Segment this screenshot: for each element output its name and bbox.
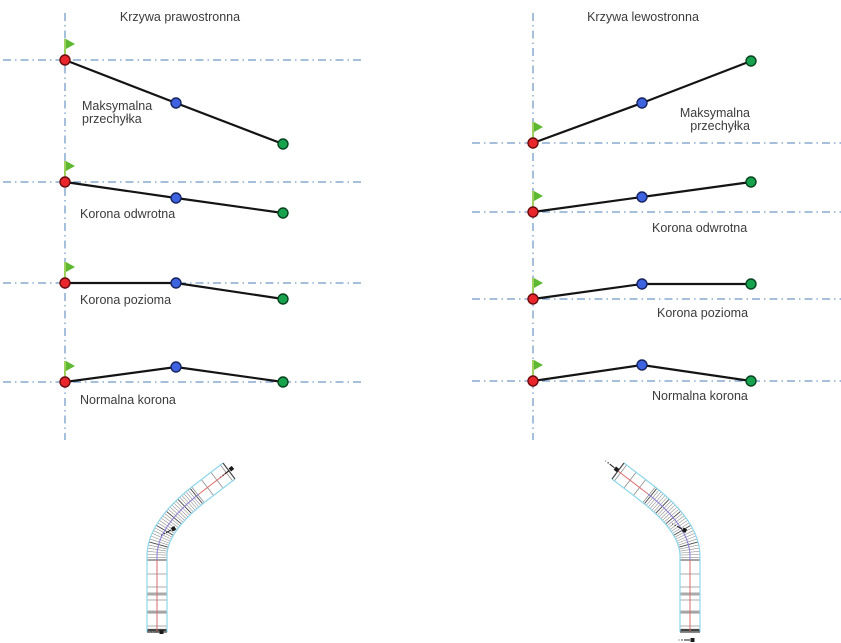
grip-point-red[interactable] <box>527 293 539 305</box>
grip-point-blue[interactable] <box>170 361 182 373</box>
station-marker <box>147 630 164 634</box>
road-edge-line <box>146 462 224 632</box>
flag-icon <box>66 161 75 171</box>
station-marker <box>161 526 177 536</box>
grip-point-red[interactable] <box>59 277 71 289</box>
grip-point-blue[interactable] <box>636 191 648 203</box>
row-label-max-przechylka-l2: przechyłka <box>690 119 750 133</box>
grip-point-red[interactable] <box>527 206 539 218</box>
road-centerline <box>156 493 200 560</box>
grip-point-blue[interactable] <box>636 278 648 290</box>
grip-point-green[interactable] <box>745 55 757 67</box>
row-label-korona-odwrotna: Korona odwrotna <box>652 221 747 235</box>
road-edge-line <box>611 478 681 632</box>
flag-icon <box>66 361 75 371</box>
road-end-cap <box>611 462 625 480</box>
road-centerline <box>647 493 691 560</box>
road-centerline <box>198 470 230 495</box>
grip-point-red[interactable] <box>59 54 71 66</box>
flag-icon <box>534 360 543 370</box>
row-label-normalna-korona: Normalna korona <box>652 389 748 403</box>
flag-icon <box>66 262 75 272</box>
grip-point-red[interactable] <box>527 375 539 387</box>
panel-title-left: Krzywa prawostronna <box>120 10 240 24</box>
grip-point-blue[interactable] <box>170 192 182 204</box>
road-edge-line <box>623 462 701 632</box>
grip-point-blue[interactable] <box>636 359 648 371</box>
row-label-max-przechylka-l1: Maksymalna <box>82 99 152 113</box>
grip-point-green[interactable] <box>277 376 289 388</box>
road-centerline <box>617 470 649 495</box>
road-edge-line <box>166 478 236 632</box>
station-marker <box>605 460 620 473</box>
flag-icon <box>534 278 543 288</box>
station-marker <box>220 465 235 478</box>
grip-point-green[interactable] <box>277 207 289 219</box>
superelevation-panel-left <box>3 13 364 440</box>
grip-point-green[interactable] <box>277 293 289 305</box>
road-plan-right <box>605 460 701 642</box>
grip-point-blue[interactable] <box>170 97 182 109</box>
superelevation-panel-right <box>472 13 841 440</box>
flag-icon <box>534 191 543 201</box>
grip-point-red[interactable] <box>59 376 71 388</box>
row-label-korona-odwrotna: Korona odwrotna <box>80 207 175 221</box>
grip-point-green[interactable] <box>277 138 289 150</box>
road-plan-left <box>146 462 236 634</box>
row-label-korona-pozioma: Korona pozioma <box>657 306 748 320</box>
grip-point-green[interactable] <box>745 278 757 290</box>
row-label-korona-pozioma: Korona pozioma <box>80 293 171 307</box>
grip-point-green[interactable] <box>745 375 757 387</box>
grip-point-red[interactable] <box>59 176 71 188</box>
grip-point-blue[interactable] <box>636 97 648 109</box>
row-label-max-przechylka-l2: przechyłka <box>82 112 142 126</box>
flag-icon <box>534 122 543 132</box>
grip-point-blue[interactable] <box>170 277 182 289</box>
flag-icon <box>66 39 75 49</box>
station-marker <box>672 523 688 533</box>
row-label-max-przechylka-l1: Maksymalna <box>680 106 750 120</box>
grip-point-green[interactable] <box>745 176 757 188</box>
grip-point-red[interactable] <box>527 137 539 149</box>
row-label-normalna-korona: Normalna korona <box>80 393 176 407</box>
station-marker <box>678 638 695 642</box>
panel-title-right: Krzywa lewostronna <box>587 10 699 24</box>
